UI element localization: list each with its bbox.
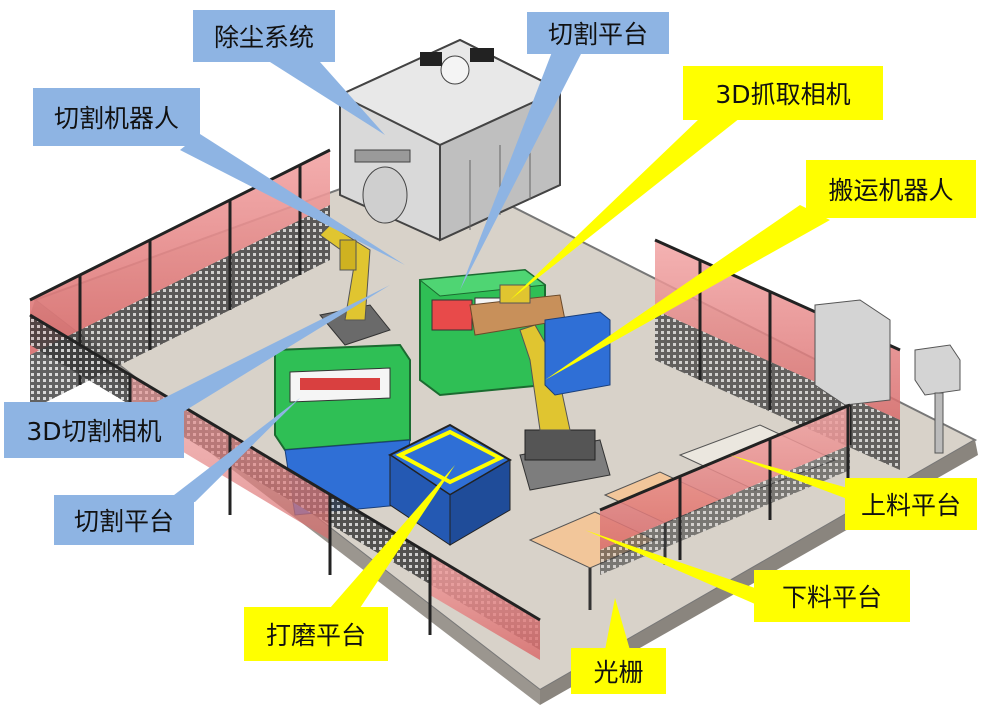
cutting-platform-left-label: 切割平台 [54,495,194,545]
dust-system-label: 除尘系统 [193,10,335,62]
fence-front-right [599,403,851,575]
blue-fixture-right [544,311,611,396]
electrical-cabinets [814,299,961,454]
camera-3d-grab-label: 3D抓取相机 [683,66,883,120]
cutting-robot-label: 切割机器人 [33,88,200,146]
unloading-platform-label: 下料平台 [754,570,910,622]
camera-3d-cutting-label: 3D切割相机 [4,402,184,458]
handling-robot-label: 搬运机器人 [806,160,976,218]
light-curtain-label: 光栅 [571,648,666,694]
grinding-platform-label: 打磨平台 [244,607,388,661]
cutting-platform-top-label: 切割平台 [527,12,669,54]
grinding-platform-machine [388,423,512,546]
leader-lines [140,52,850,650]
loading-platform-label: 上料平台 [845,478,977,530]
